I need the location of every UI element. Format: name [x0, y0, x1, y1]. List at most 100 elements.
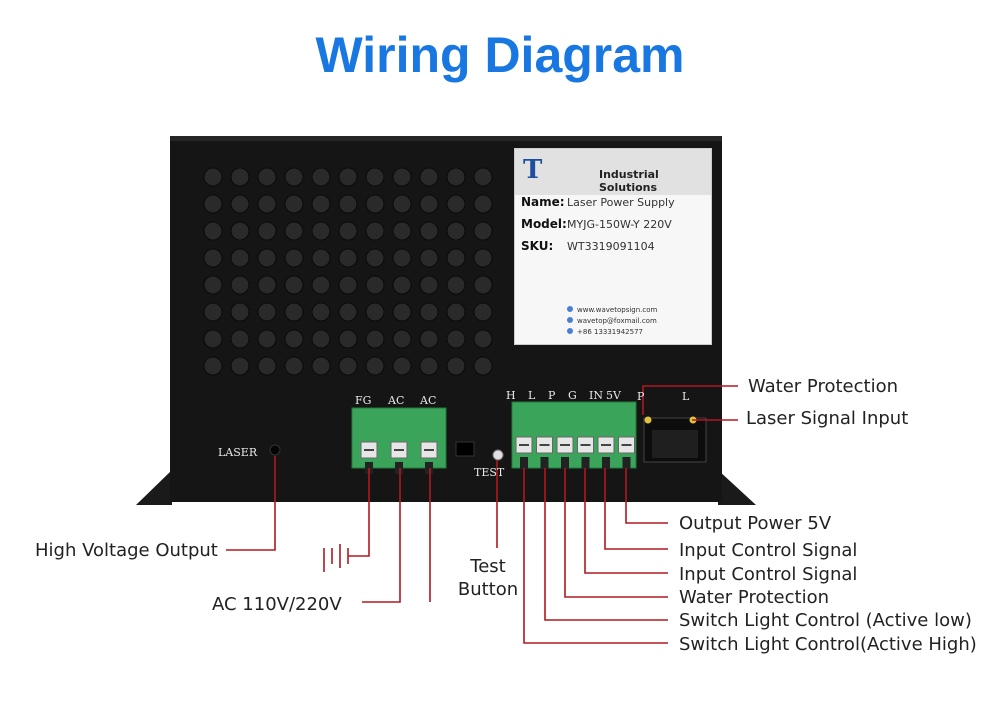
vent-hole	[392, 194, 412, 214]
vent-hole	[284, 248, 304, 268]
vent-hole	[473, 248, 493, 268]
callout-output-power-5v: Output Power 5V	[679, 513, 832, 534]
vent-grid	[203, 167, 493, 376]
leader-line	[564, 468, 668, 598]
vent-hole	[203, 248, 223, 268]
vent-hole	[257, 275, 277, 295]
sku-key: SKU:	[521, 239, 554, 253]
vent-hole	[473, 194, 493, 214]
right-mounting-foot	[718, 470, 756, 505]
callout-switch-low: Switch Light Control (Active low)	[679, 610, 972, 631]
callout-ac-input: AC 110V/220V	[212, 594, 342, 615]
name-key: Name:	[521, 195, 565, 209]
vent-hole	[338, 275, 358, 295]
vent-hole	[230, 221, 250, 241]
leader-line	[584, 468, 668, 574]
laser-jack	[269, 444, 281, 456]
port-l: L	[682, 390, 690, 403]
vent-hole	[230, 329, 250, 349]
company-name: Industrial Solutions	[599, 168, 659, 194]
test-button	[492, 449, 504, 461]
vent-hole	[311, 221, 331, 241]
vent-hole	[284, 275, 304, 295]
vent-hole	[257, 356, 277, 376]
leader-line	[348, 468, 370, 557]
vent-hole	[446, 221, 466, 241]
vent-hole	[311, 248, 331, 268]
vent-hole	[473, 275, 493, 295]
indicator-window	[455, 441, 475, 457]
vent-hole	[392, 167, 412, 187]
vent-hole	[311, 194, 331, 214]
vent-hole	[338, 356, 358, 376]
leader-line	[544, 468, 668, 621]
vent-hole	[419, 167, 439, 187]
vent-hole	[473, 356, 493, 376]
vent-hole	[311, 275, 331, 295]
vent-hole	[257, 221, 277, 241]
vent-hole	[230, 194, 250, 214]
vent-hole	[446, 194, 466, 214]
vent-hole	[203, 302, 223, 322]
vent-hole	[446, 329, 466, 349]
pin-ac2: AC	[420, 394, 437, 407]
vent-hole	[257, 194, 277, 214]
website: www.wavetopsign.com	[577, 306, 658, 314]
vent-hole	[446, 248, 466, 268]
model-value: MYJG-150W-Y 220V	[567, 218, 672, 231]
vent-hole	[311, 167, 331, 187]
mail-icon	[567, 317, 573, 323]
vent-hole	[419, 329, 439, 349]
vent-hole	[419, 302, 439, 322]
callout-switch-high: Switch Light Control(Active High)	[679, 634, 977, 655]
vent-hole	[365, 356, 385, 376]
vent-hole	[365, 194, 385, 214]
leader-line	[642, 385, 738, 415]
vent-hole	[446, 356, 466, 376]
vent-hole	[203, 167, 223, 187]
pin-5v: 5V	[606, 389, 621, 402]
vent-hole	[284, 167, 304, 187]
vent-hole	[392, 356, 412, 376]
vent-hole	[338, 167, 358, 187]
vent-hole	[365, 302, 385, 322]
ac-terminal-block	[351, 407, 447, 469]
vent-hole	[284, 329, 304, 349]
vent-hole	[419, 275, 439, 295]
page-title: Wiring Diagram	[315, 27, 685, 83]
terminal-slot	[540, 457, 549, 469]
vent-hole	[365, 329, 385, 349]
vent-hole	[473, 167, 493, 187]
vent-hole	[365, 221, 385, 241]
callout-test-line2: Button	[457, 579, 519, 600]
vent-hole	[392, 302, 412, 322]
vent-hole	[446, 302, 466, 322]
vent-hole	[284, 356, 304, 376]
terminal-slot	[622, 457, 631, 469]
leader-line	[226, 456, 276, 551]
leader-line	[625, 468, 668, 524]
vent-hole	[338, 302, 358, 322]
pin-g: G	[568, 389, 577, 402]
callout-input-control-2: Input Control Signal	[679, 564, 858, 585]
vent-hole	[446, 275, 466, 295]
pin-in: IN	[589, 389, 603, 402]
vent-hole	[365, 275, 385, 295]
leader-line	[362, 468, 401, 603]
terminal-slot	[520, 457, 528, 469]
terminal-slot	[425, 462, 433, 474]
vent-hole	[392, 275, 412, 295]
vent-hole	[311, 302, 331, 322]
vent-hole	[284, 194, 304, 214]
vent-hole	[446, 167, 466, 187]
pin-ac1: AC	[388, 394, 405, 407]
name-value: Laser Power Supply	[567, 196, 675, 209]
vent-hole	[230, 302, 250, 322]
terminal-slot	[561, 457, 569, 469]
vent-hole	[473, 221, 493, 241]
vent-hole	[257, 248, 277, 268]
vent-hole	[392, 248, 412, 268]
vent-hole	[230, 248, 250, 268]
pin-h: H	[506, 389, 516, 402]
test-label: TEST	[474, 466, 505, 479]
